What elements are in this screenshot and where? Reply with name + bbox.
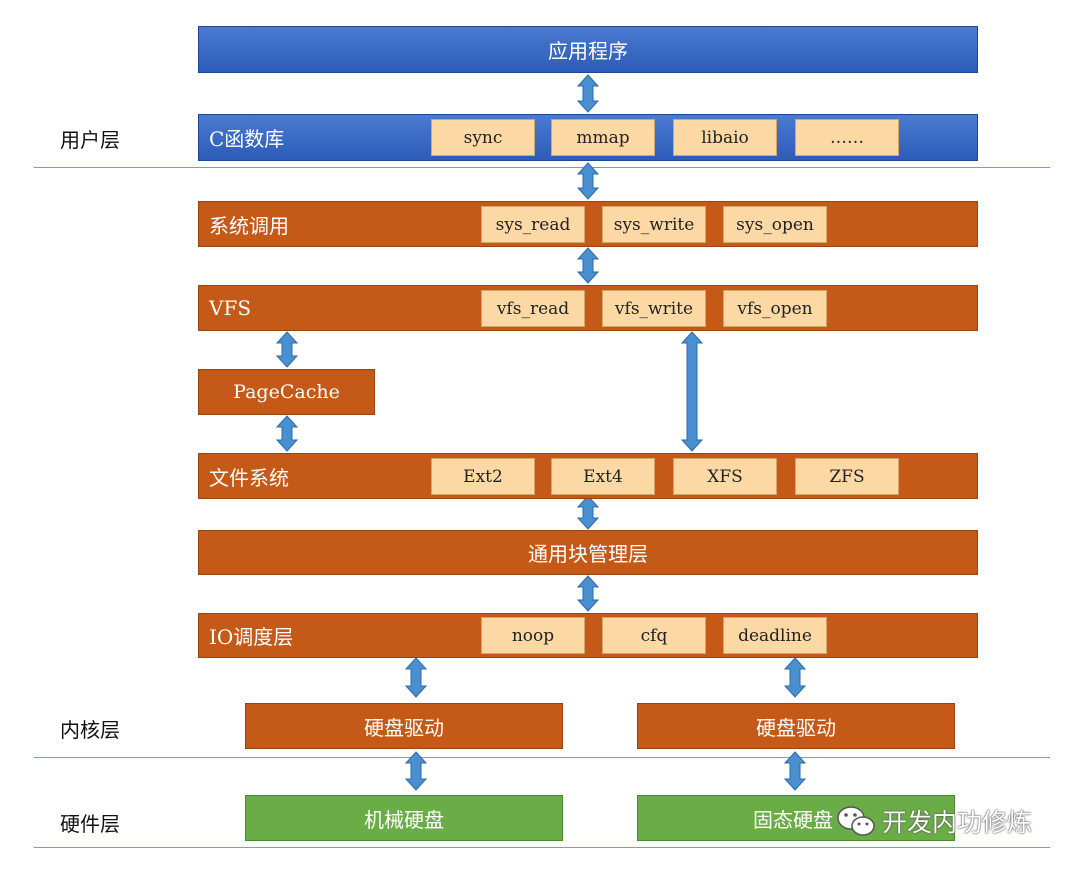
- fs-item-zfs: ZFS: [795, 458, 899, 495]
- driver-right-bar: 硬盘驱动: [637, 703, 955, 749]
- iosched-item-deadline: deadline: [723, 617, 827, 654]
- disk-hdd-bar: 机械硬盘: [245, 795, 563, 841]
- app-bar: 应用程序: [198, 26, 978, 73]
- iosched-title: IO调度层: [209, 625, 294, 649]
- arrow-iosched-driver-right: [783, 657, 807, 698]
- clib-bar: C函数库 sync mmap libaio ……: [198, 114, 978, 161]
- watermark-text: 开发内功修炼: [882, 808, 1033, 837]
- disk-ssd-title: 固态硬盘: [753, 807, 833, 832]
- clib-title: C函数库: [209, 127, 285, 151]
- arrow-vfs-fs-direct: [680, 331, 704, 452]
- vfs-title: VFS: [209, 296, 252, 320]
- syscall-bar: 系统调用 sys_read sys_write sys_open: [198, 201, 978, 247]
- layer-label-kernel: 内核层: [60, 718, 120, 742]
- vfs-item-open: vfs_open: [723, 290, 827, 327]
- divider-bottom: [34, 847, 1050, 848]
- arrow-iosched-driver-left: [404, 657, 428, 698]
- divider-kernel-hardware: [34, 757, 1050, 758]
- watermark: 开发内功修炼: [836, 803, 1032, 839]
- syscall-item-write: sys_write: [602, 206, 706, 243]
- arrow-fs-block: [576, 495, 600, 530]
- arrow-block-iosched: [576, 575, 600, 612]
- layer-label-hardware: 硬件层: [60, 812, 120, 836]
- driver-left-bar: 硬盘驱动: [245, 703, 563, 749]
- iosched-bar: IO调度层 noop cfq deadline: [198, 613, 978, 658]
- vfs-item-write: vfs_write: [602, 290, 706, 327]
- syscall-item-read: sys_read: [481, 206, 585, 243]
- arrow-vfs-pagecache: [275, 331, 299, 368]
- driver-left-title: 硬盘驱动: [364, 715, 444, 740]
- driver-right-title: 硬盘驱动: [756, 715, 836, 740]
- iosched-item-cfq: cfq: [602, 617, 706, 654]
- wechat-icon: [837, 806, 875, 836]
- fs-item-xfs: XFS: [673, 458, 777, 495]
- disk-hdd-title: 机械硬盘: [364, 807, 444, 832]
- arrow-driver-disk-right: [783, 751, 807, 791]
- syscall-item-open: sys_open: [723, 206, 827, 243]
- arrow-clib-syscall: [576, 162, 600, 200]
- fs-bar: 文件系统 Ext2 Ext4 XFS ZFS: [198, 453, 978, 499]
- clib-item-libaio: libaio: [673, 119, 777, 156]
- fs-title: 文件系统: [209, 465, 289, 490]
- arrow-driver-disk-left: [404, 751, 428, 791]
- divider-user-kernel: [34, 167, 1050, 168]
- block-bar: 通用块管理层: [198, 530, 978, 575]
- pagecache-bar: PageCache: [198, 369, 375, 415]
- iosched-item-noop: noop: [481, 617, 585, 654]
- disk-ssd-bar: 固态硬盘: [637, 795, 955, 841]
- arrow-pagecache-fs: [275, 415, 299, 452]
- vfs-item-read: vfs_read: [481, 290, 585, 327]
- layer-label-user: 用户层: [60, 128, 120, 152]
- pagecache-title: PageCache: [233, 381, 340, 403]
- arrow-syscall-vfs: [576, 247, 600, 284]
- arrow-app-clib: [576, 74, 600, 113]
- clib-item-more: ……: [795, 119, 899, 156]
- fs-item-ext2: Ext2: [431, 458, 535, 495]
- block-title: 通用块管理层: [528, 542, 648, 566]
- fs-item-ext4: Ext4: [551, 458, 655, 495]
- syscall-title: 系统调用: [209, 213, 289, 238]
- clib-item-sync: sync: [431, 119, 535, 156]
- clib-item-mmap: mmap: [551, 119, 655, 156]
- vfs-bar: VFS vfs_read vfs_write vfs_open: [198, 285, 978, 331]
- app-title: 应用程序: [548, 39, 628, 63]
